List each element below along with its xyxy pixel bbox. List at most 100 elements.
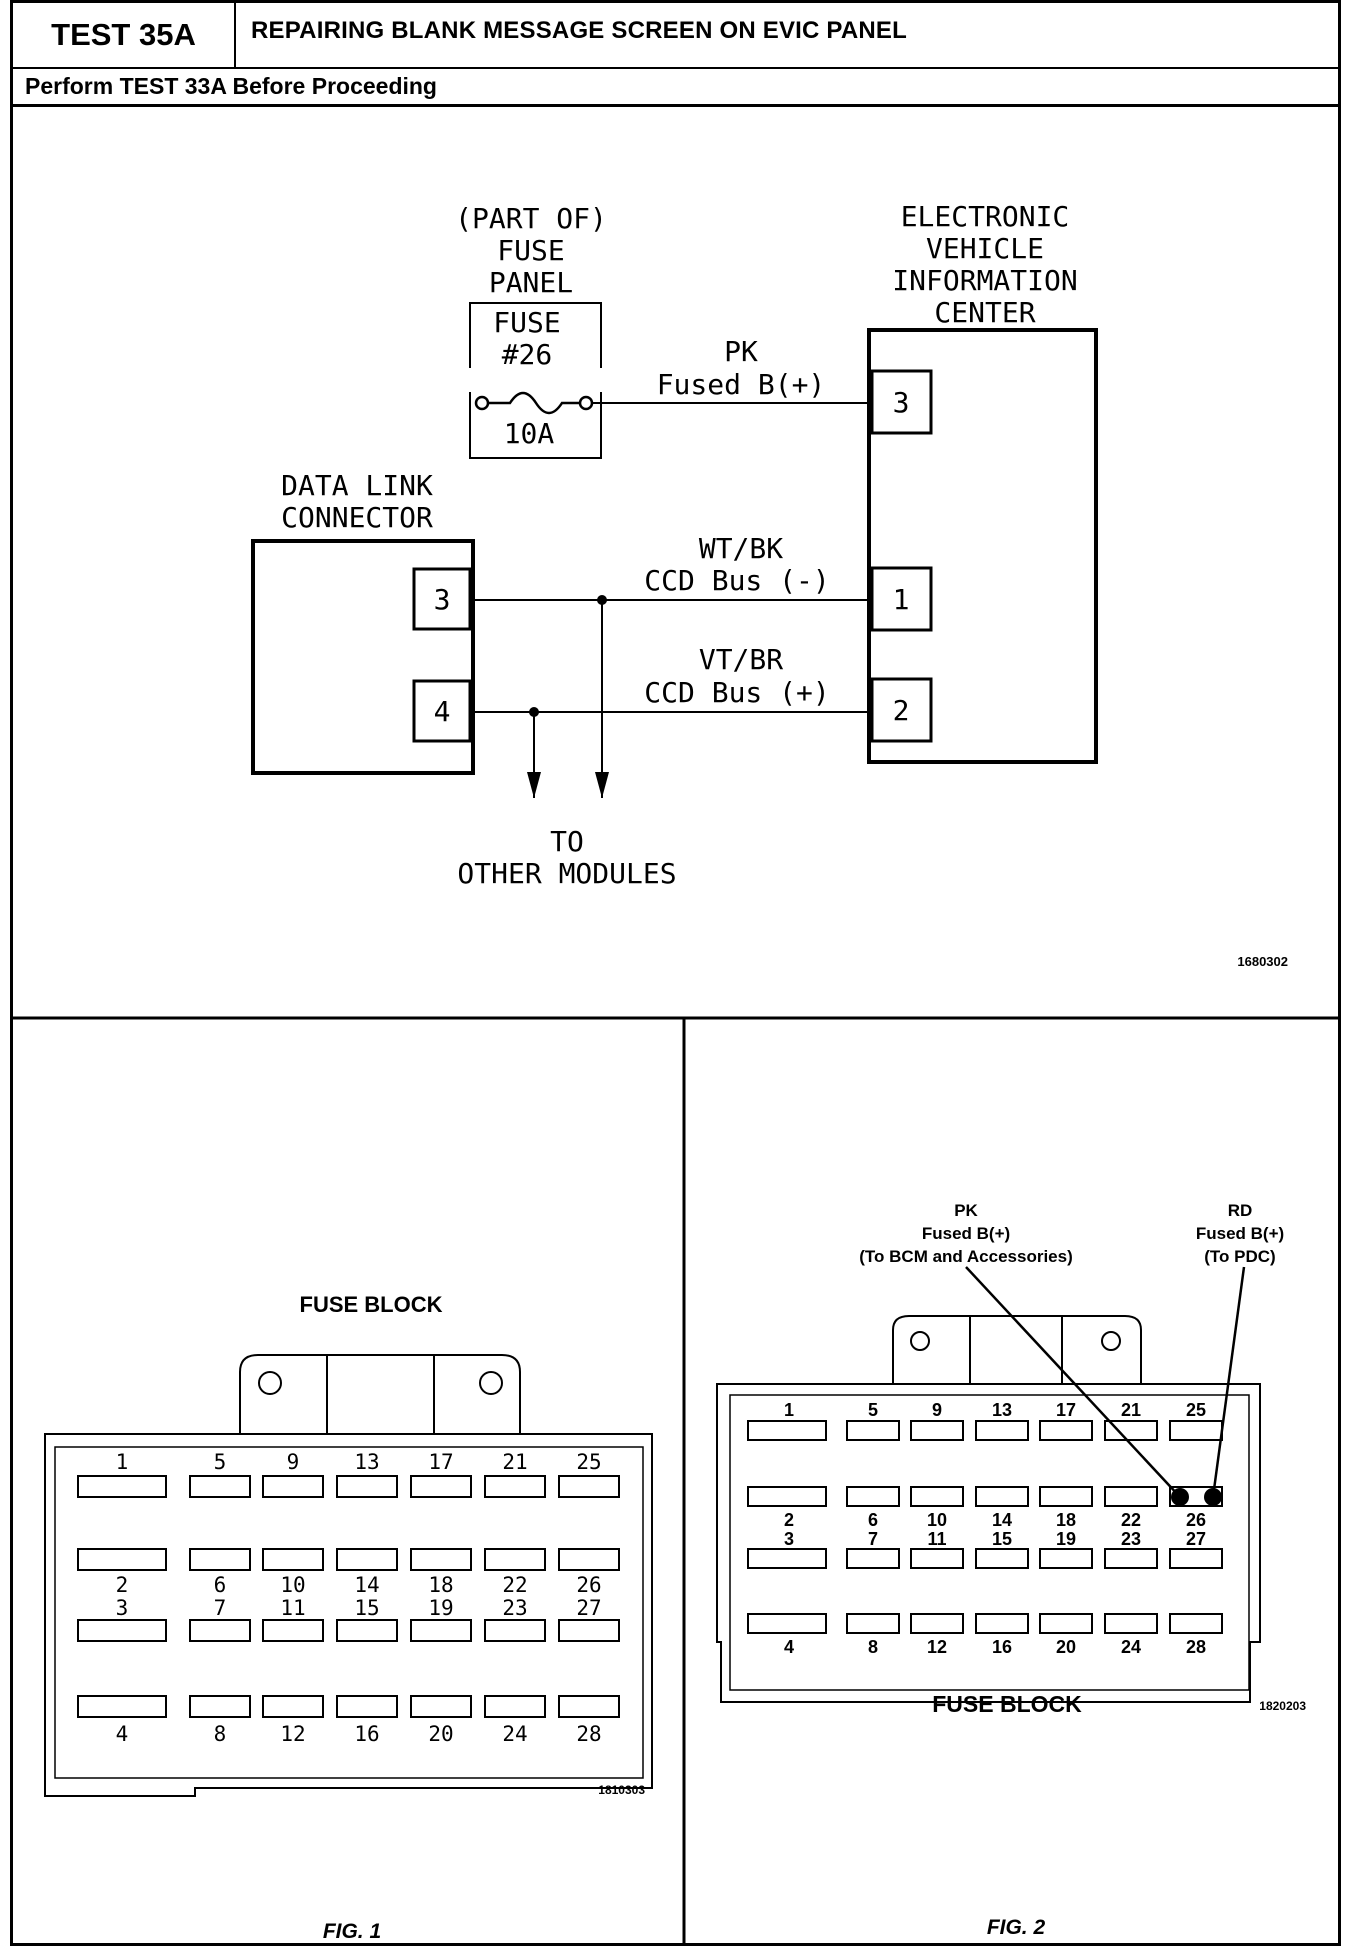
- fuse-rating: 10A: [504, 417, 555, 450]
- fuse-slot: [1169, 1486, 1223, 1507]
- fuse-slot: [846, 1420, 900, 1441]
- evic-label-4: CENTER: [934, 296, 1035, 329]
- fig2-body-inner: [729, 1394, 1250, 1691]
- fuse-slot: [846, 1613, 900, 1634]
- fuse-panel-label-1: (PART OF): [455, 202, 607, 235]
- fuse-number: 26: [1186, 1510, 1206, 1530]
- fig2-ref: 1820203: [1259, 1699, 1306, 1713]
- fuse-number: 24: [502, 1722, 527, 1746]
- fig2-mount-hole-left: [910, 1331, 930, 1351]
- fig1-caption: FIG. 1: [323, 1920, 381, 1943]
- fuse-number: 16: [354, 1722, 379, 1746]
- data-link-connector: [251, 539, 475, 775]
- fuse-slot: [336, 1475, 398, 1498]
- fuse-number: 13: [354, 1450, 379, 1474]
- evic-pin-2-box: [870, 677, 933, 743]
- fuse-slot: [1104, 1613, 1158, 1634]
- fuse-slot: [77, 1548, 167, 1571]
- fuse-slot: [410, 1619, 472, 1642]
- schematic-ref: 1680302: [1237, 954, 1288, 969]
- fig2-labels: 1234567891011121314151617181920212223242…: [784, 1400, 1206, 1657]
- fuse-slot: [846, 1548, 900, 1569]
- fuse-number: 14: [354, 1573, 379, 1597]
- fuse-slot: [1039, 1420, 1093, 1441]
- fig2-tab: [892, 1315, 1142, 1384]
- fuse-number: 3: [784, 1529, 794, 1549]
- fuse-number: 21: [502, 1450, 527, 1474]
- fuse-number: 1: [116, 1450, 129, 1474]
- fig2-callout-pk-3: (To BCM and Accessories): [859, 1247, 1073, 1266]
- fuse-number: 9: [287, 1450, 300, 1474]
- fuse-slot: [336, 1619, 398, 1642]
- fuse-number: 25: [1186, 1400, 1206, 1420]
- fig2-callout-rd-3: (To PDC): [1204, 1247, 1275, 1266]
- fuse-slot: [484, 1548, 546, 1571]
- fig2-callout-rd-1: RD: [1228, 1201, 1253, 1220]
- fig1-ref: 1810303: [598, 1783, 645, 1797]
- fuse-slot: [1169, 1548, 1223, 1569]
- fuse-slot: [1104, 1548, 1158, 1569]
- fuse-slot: [336, 1548, 398, 1571]
- fuse-number: 6: [214, 1573, 227, 1597]
- schematic: (PART OF) FUSE PANEL FUSE #26 10A ELECTR…: [251, 200, 1098, 890]
- fuse-slot: [484, 1619, 546, 1642]
- fuse-number: 22: [502, 1573, 527, 1597]
- fig2-body-outer: [716, 1383, 1261, 1703]
- evic-label-3: INFORMATION: [892, 264, 1077, 297]
- fuse-number: 19: [1056, 1529, 1076, 1549]
- fuse-number: 7: [868, 1529, 878, 1549]
- fuse-slot: [336, 1695, 398, 1718]
- fuse-panel-label-2: FUSE: [497, 234, 564, 267]
- fig2-leader-pk: [965, 1266, 1181, 1498]
- fuse-slot: [262, 1695, 324, 1718]
- fuse-number: 6: [868, 1510, 878, 1530]
- fuse-number: 26: [576, 1573, 601, 1597]
- prerequisite-note: Perform TEST 33A Before Proceeding: [25, 73, 437, 99]
- fig1-labels: 1234567891011121314151617181920212223242…: [116, 1450, 602, 1746]
- fig1-tab: [239, 1354, 521, 1434]
- fuse-number: 18: [1056, 1510, 1076, 1530]
- fig2-caption: FIG. 2: [987, 1916, 1046, 1939]
- wire-bus-pos-color: VT/BR: [699, 643, 783, 676]
- fuse-number: 15: [992, 1529, 1012, 1549]
- wires: [470, 402, 872, 798]
- fuse-number: 3: [116, 1596, 129, 1620]
- fuse-number: 8: [214, 1722, 227, 1746]
- fuse-slot: [1104, 1486, 1158, 1507]
- fuse-slot: [1104, 1420, 1158, 1441]
- fuse-number: 5: [214, 1450, 227, 1474]
- fuse-slot: [189, 1475, 251, 1498]
- fuse-slot: [77, 1619, 167, 1642]
- fuse-slot: [484, 1695, 546, 1718]
- fuse-slot: [747, 1613, 827, 1634]
- fig2-callout-rd-2: Fused B(+): [1196, 1224, 1284, 1243]
- fuse-number: 11: [927, 1529, 946, 1549]
- evic-label-1: ELECTRONIC: [901, 200, 1070, 233]
- test-title: REPAIRING BLANK MESSAGE SCREEN ON EVIC P…: [251, 17, 907, 44]
- wire-fused-color: PK: [724, 335, 758, 368]
- fuse-number: 24: [1121, 1637, 1141, 1657]
- fig1: FUSE BLOCK 12345678910111213141516171819…: [44, 1292, 653, 1943]
- fig1-title: FUSE BLOCK: [300, 1292, 443, 1317]
- fuse-number: 4: [116, 1722, 129, 1746]
- fuse-number: 2: [116, 1573, 129, 1597]
- evic-pin-2: 2: [893, 694, 910, 727]
- evic-module: [867, 328, 1098, 764]
- fuse-number: 10: [927, 1510, 947, 1530]
- other-modules-2: OTHER MODULES: [457, 857, 676, 890]
- evic-pin-1: 1: [893, 583, 910, 616]
- fuse-slot: [1169, 1420, 1223, 1441]
- fuse-slot: [975, 1486, 1029, 1507]
- fuse-slot: [558, 1619, 620, 1642]
- fuse-number: 25: [576, 1450, 601, 1474]
- fig1-body-outer: [44, 1433, 653, 1797]
- fuse-name-2: #26: [502, 338, 553, 371]
- fuse-slot: [975, 1420, 1029, 1441]
- evic-pin-3: 3: [893, 386, 910, 419]
- fig2-title: FUSE BLOCK: [932, 1691, 1082, 1717]
- fuse-slot: [410, 1475, 472, 1498]
- fuse-slot: [975, 1613, 1029, 1634]
- fuse-panel-bracket: [469, 302, 602, 459]
- fuse-number: 27: [1186, 1529, 1206, 1549]
- fuse-number: 17: [428, 1450, 453, 1474]
